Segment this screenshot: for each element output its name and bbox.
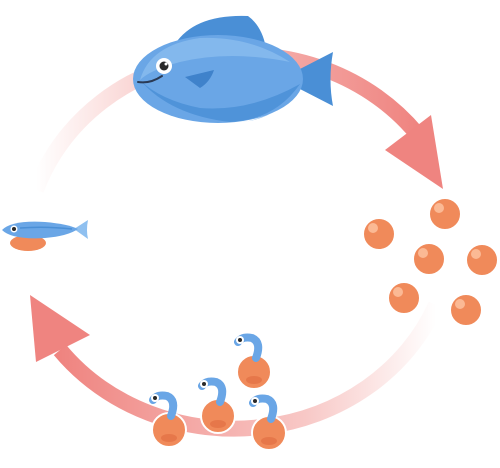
hatchling-larva-icon xyxy=(249,394,287,451)
hatchling-group xyxy=(149,333,287,451)
egg-icon xyxy=(412,242,446,276)
egg-icon xyxy=(449,293,483,327)
egg-icon xyxy=(362,217,396,251)
hatchling-larva-icon xyxy=(198,377,236,434)
egg-icon xyxy=(428,197,462,231)
fry-fish-icon xyxy=(2,220,88,251)
egg-icon xyxy=(465,243,499,277)
egg-cluster xyxy=(362,197,499,327)
hatchling-larva-icon xyxy=(149,391,187,448)
adult-fish-icon xyxy=(133,15,333,123)
hatchling-larva-icon xyxy=(234,333,272,390)
egg-icon xyxy=(387,281,421,315)
